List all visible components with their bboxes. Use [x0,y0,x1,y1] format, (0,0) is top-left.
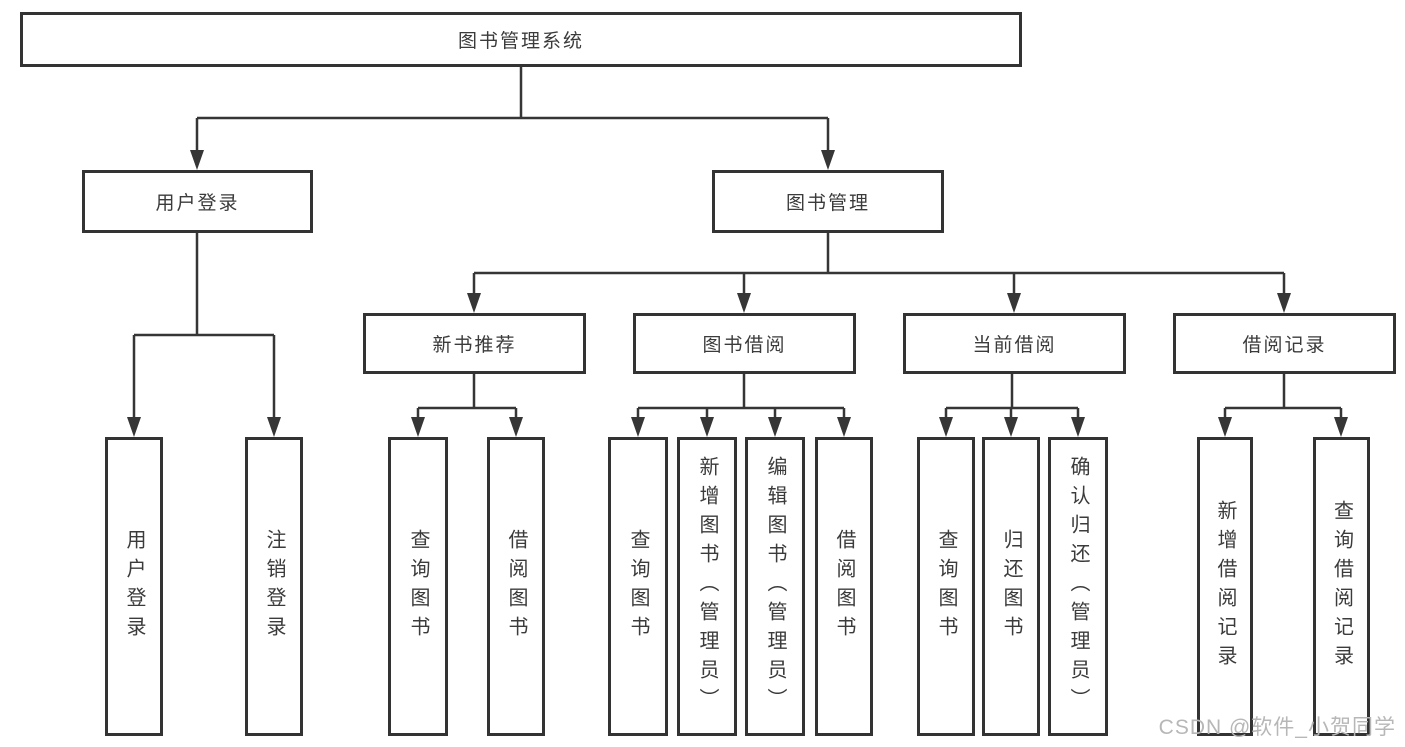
node-label: 用户登录 [123,528,145,645]
node-label: 归还图书 [1000,528,1022,645]
leaf-logout: 注销登录 [245,437,303,736]
arrowhead [1007,293,1021,313]
node-label: 查询借阅记录 [1330,499,1353,674]
connector-book-borrow [636,374,846,420]
node-new-book-recommend: 新书推荐 [363,313,586,374]
node-label: 用户登录 [155,193,240,214]
arrowhead [700,417,714,437]
node-label: 新书推荐 [432,335,517,356]
node-label: 新增图书（管理员） [696,456,718,717]
arrowhead [631,417,645,437]
leaf-query-books-borrow: 查询图书 [608,437,668,736]
arrowhead [127,417,141,437]
connector-user-login [132,233,276,420]
leaf-user-login: 用户登录 [105,437,163,736]
node-label: 当前借阅 [972,335,1057,356]
node-label: 借阅记录 [1242,335,1327,356]
node-label: 查询图书 [407,528,429,645]
leaf-query-books-recommend: 查询图书 [388,437,448,736]
node-library-management-system: 图书管理系统 [20,12,1022,67]
node-label: 确认归还（管理员） [1067,456,1089,717]
watermark-text: CSDN @软件_小贺同学 [1158,716,1396,739]
arrowhead [267,417,281,437]
arrowhead [467,293,481,313]
node-label: 借阅图书 [505,528,527,645]
node-label: 图书管理 [785,193,870,214]
arrowhead [737,293,751,313]
node-label: 新增借阅记录 [1214,499,1236,674]
node-label: 编辑图书（管理员） [764,456,786,717]
leaf-borrow-books: 借阅图书 [815,437,873,736]
node-label: 注销登录 [263,528,285,645]
node-user-login: 用户登录 [82,170,313,233]
arrowhead [1218,417,1232,437]
connector-root [195,67,830,153]
arrowhead [509,417,523,437]
node-book-management: 图书管理 [712,170,944,233]
leaf-add-books-admin: 新增图书（管理员） [677,437,737,736]
node-label: 借阅图书 [833,528,855,645]
arrowhead [821,150,835,170]
arrowhead [1277,293,1291,313]
connector-book-management [472,233,1286,296]
arrowhead [1334,417,1348,437]
node-borrow-records: 借阅记录 [1173,313,1396,374]
node-book-borrow: 图书借阅 [633,313,856,374]
node-label: 图书借阅 [702,335,787,356]
leaf-query-books-current: 查询图书 [917,437,975,736]
leaf-return-books: 归还图书 [982,437,1040,736]
connector-borrow-records [1223,374,1343,420]
leaf-confirm-return-admin: 确认归还（管理员） [1048,437,1108,736]
arrowhead [837,417,851,437]
arrowhead [768,417,782,437]
node-label: 图书管理系统 [457,31,584,52]
node-current-borrow: 当前借阅 [903,313,1126,374]
arrowhead [1004,417,1018,437]
connector-current-borrow [944,374,1080,420]
leaf-query-borrow-record: 查询借阅记录 [1313,437,1370,736]
arrowhead [190,150,204,170]
leaf-add-borrow-record: 新增借阅记录 [1197,437,1253,736]
arrowhead [1071,417,1085,437]
node-label: 查询图书 [935,528,957,645]
arrowhead [411,417,425,437]
arrowhead [939,417,953,437]
leaf-edit-books-admin: 编辑图书（管理员） [745,437,805,736]
node-label: 查询图书 [627,528,649,645]
leaf-borrow-books-recommend: 借阅图书 [487,437,545,736]
connector-new-book-recommend [416,374,518,420]
